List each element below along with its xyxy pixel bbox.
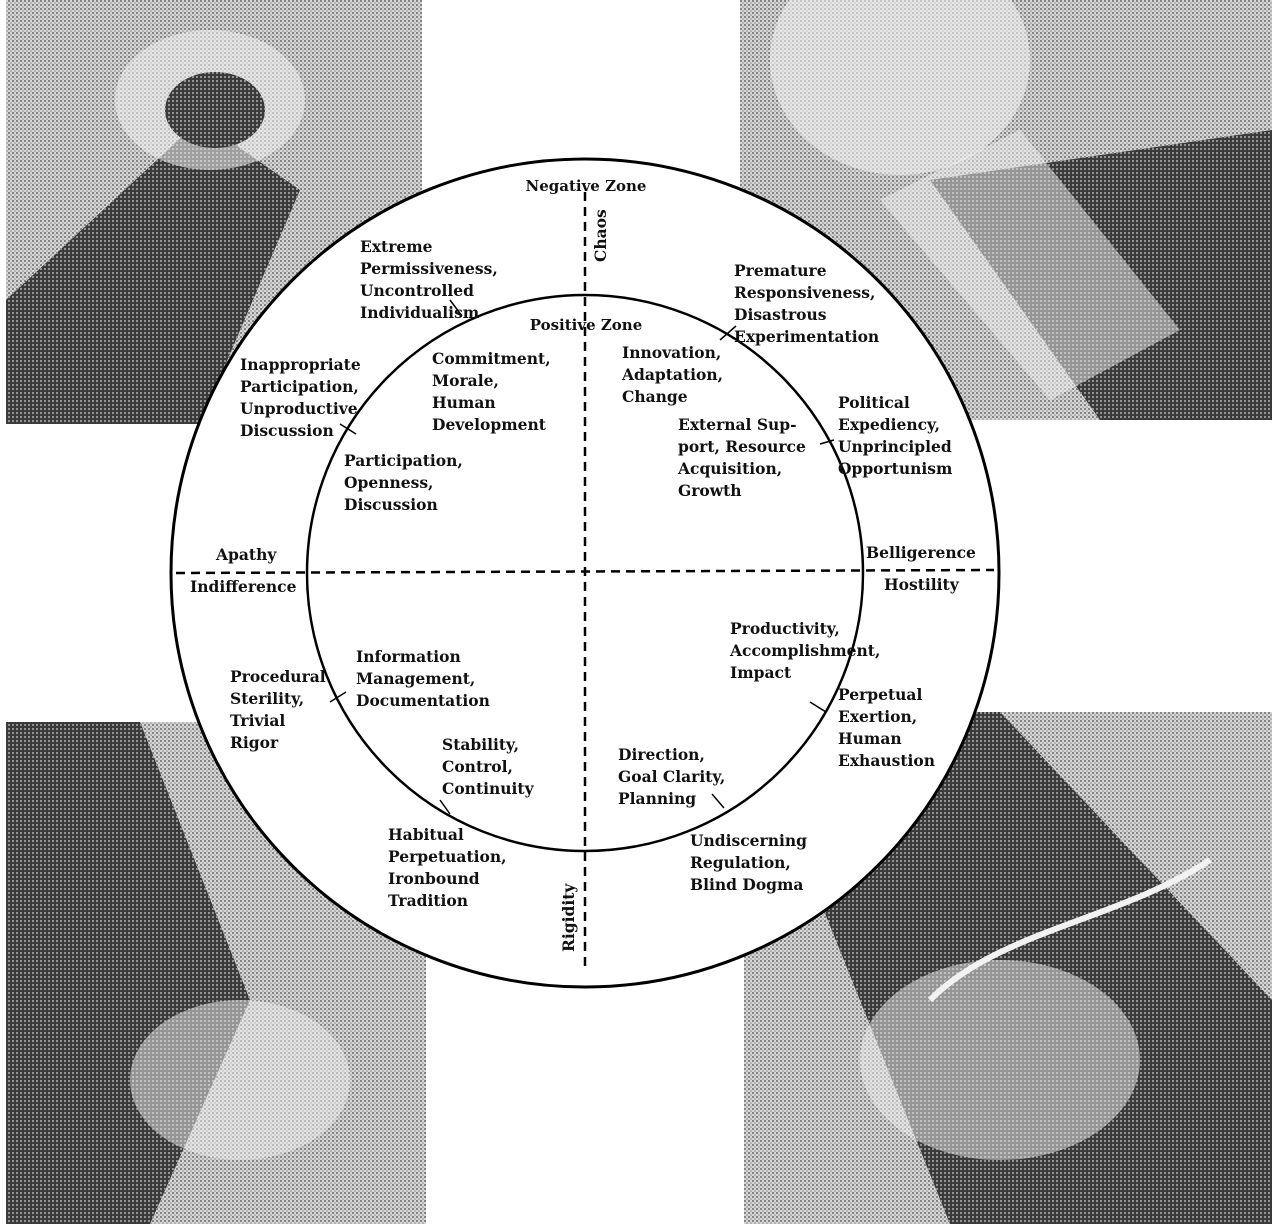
label-commitment: Commitment, Morale, Human Development — [432, 349, 556, 434]
horizontal-axis — [175, 568, 995, 575]
axis-hostility: Hostility — [884, 575, 960, 594]
axis-belligerence: Belligerence — [866, 543, 976, 562]
label-stability: Stability, Control, Continuity — [442, 735, 535, 798]
label-permissiveness: Extreme Permissiveness, Uncontrolled Ind… — [360, 237, 503, 322]
label-political-expediency: Political Expediency, Unprincipled Oppor… — [838, 393, 957, 478]
label-information: Information Management, Documentation — [356, 647, 490, 710]
label-productivity: Productivity, Accomplishment, Impact — [729, 619, 886, 682]
axis-rigidity: Rigidity — [559, 883, 578, 952]
connector-ticks — [329, 299, 835, 815]
label-habitual-perpetuation: Habitual Perpetuation, Ironbound Traditi… — [388, 825, 512, 910]
axis-chaos: Chaos — [591, 209, 610, 262]
negative-zone-label: Negative Zone — [526, 177, 647, 195]
axis-indifference: Indifference — [190, 577, 297, 596]
label-direction: Direction, Goal Clarity, Planning — [618, 745, 731, 808]
photo-top-left — [6, 0, 422, 424]
label-innovation: Innovation, Adaptation, Change — [621, 343, 728, 406]
label-external-support: External Sup- port, Resource Acquisition… — [677, 415, 811, 500]
label-participation: Participation, Openness, Discussion — [344, 451, 468, 514]
label-inappropriate-participation: Inappropriate Participation, Unproductiv… — [240, 355, 366, 440]
label-procedural-sterility: Procedural Sterility, Trivial Rigor — [230, 667, 331, 752]
axis-apathy: Apathy — [215, 545, 277, 564]
label-premature-responsiveness: Premature Responsiveness, Disastrous Exp… — [734, 261, 881, 346]
inner-circle — [305, 293, 865, 853]
positive-zone-label: Positive Zone — [530, 316, 643, 334]
label-perpetual-exertion: Perpetual Exertion, Human Exhaustion — [838, 685, 935, 770]
label-undiscerning-regulation: Undiscerning Regulation, Blind Dogma — [690, 831, 812, 894]
